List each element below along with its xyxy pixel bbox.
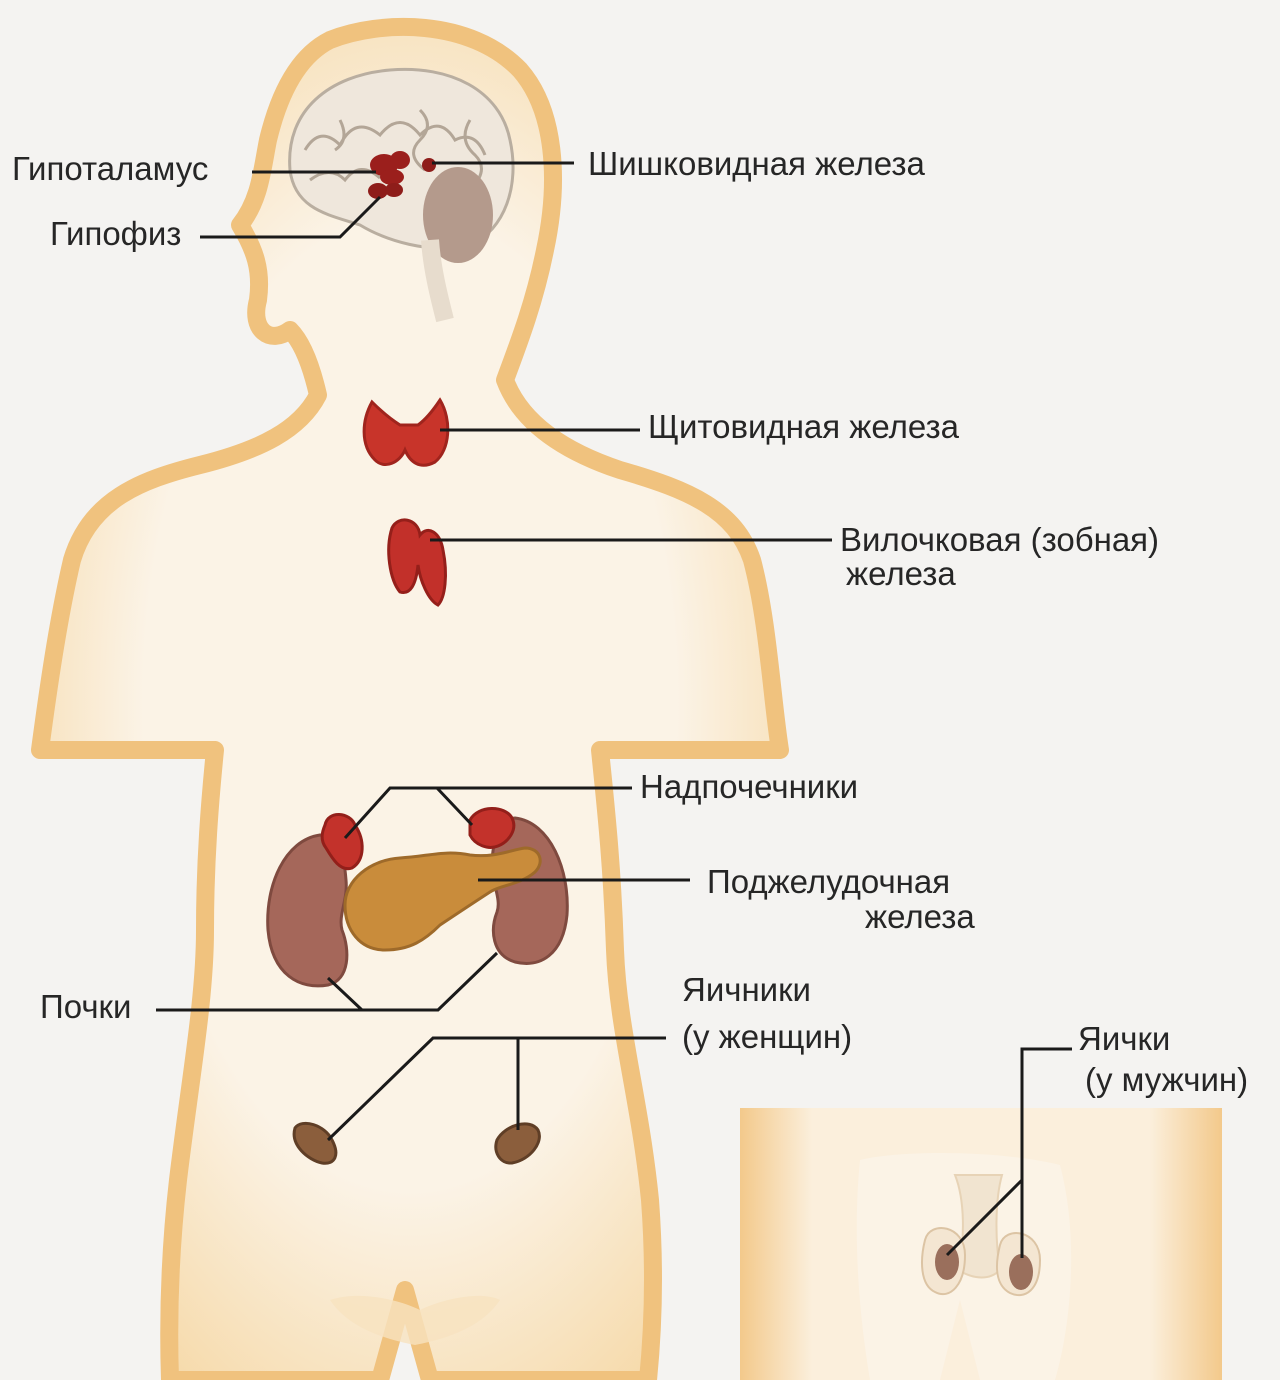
label-adrenals: Надпочечники	[640, 770, 858, 803]
testis-right	[1009, 1254, 1033, 1290]
label-thyroid: Щитовидная железа	[648, 410, 959, 443]
pineal-gland	[422, 158, 436, 172]
label-pancreas-line1: Поджелудочная	[707, 865, 950, 898]
label-ovaries-line2: (у женщин)	[682, 1020, 852, 1053]
label-kidneys: Почки	[40, 990, 131, 1023]
label-testes-line1: Яички	[1078, 1022, 1170, 1055]
male-inset	[740, 1108, 1222, 1380]
label-pituitary: Гипофиз	[50, 217, 181, 250]
label-thymus-line2: железа	[846, 557, 956, 590]
label-testes-line2: (у мужчин)	[1085, 1063, 1248, 1096]
label-thymus-line1: Вилочковая (зобная)	[840, 523, 1159, 556]
adrenal-right	[470, 808, 514, 847]
label-pineal: Шишковидная железа	[588, 147, 925, 180]
label-hypothalamus: Гипоталамус	[12, 152, 208, 185]
label-ovaries-line1: Яичники	[682, 973, 811, 1006]
testis-left	[935, 1244, 959, 1280]
label-pancreas-line2: железа	[865, 900, 975, 933]
